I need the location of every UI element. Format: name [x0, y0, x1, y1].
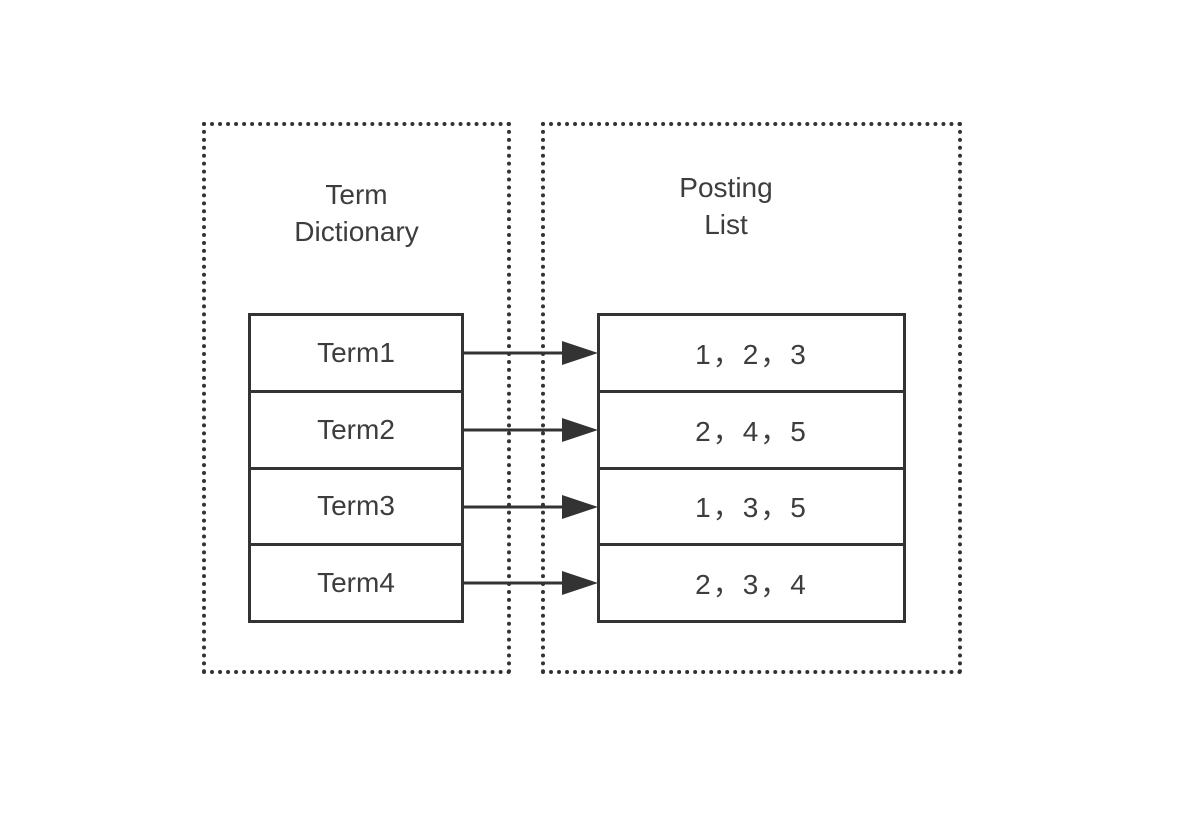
term-cell-1: Term1 — [317, 336, 395, 368]
term-cell-3: Term3 — [251, 466, 461, 544]
posting-cell-4: 2，3，4 — [600, 543, 903, 620]
term-dictionary-title-line2: Dictionary — [294, 216, 419, 247]
term-dictionary-group — [202, 122, 511, 674]
posting-list-title-line1: Posting — [679, 172, 773, 203]
term-dictionary-title: Term Dictionary — [202, 176, 511, 250]
posting-cell-2: 2，4，5 — [600, 389, 903, 467]
posting-cell-3: 1，3，5 — [600, 466, 903, 544]
term-cell-4: Term4 — [251, 543, 461, 620]
posting-list-title-line2: List — [704, 209, 748, 240]
posting-list-title: Posting List — [541, 169, 911, 243]
term-cell-2: Term2 — [251, 389, 461, 467]
term-table: Term1 Term2 Term3 Term4 — [248, 313, 464, 623]
posting-cell-1: 1，2，3 — [695, 338, 808, 370]
term-dictionary-title-line1: Term — [325, 179, 388, 210]
posting-table: 1，2，3 2，4，5 1，3，5 2，3，4 — [597, 313, 906, 623]
posting-list-group — [541, 122, 962, 674]
